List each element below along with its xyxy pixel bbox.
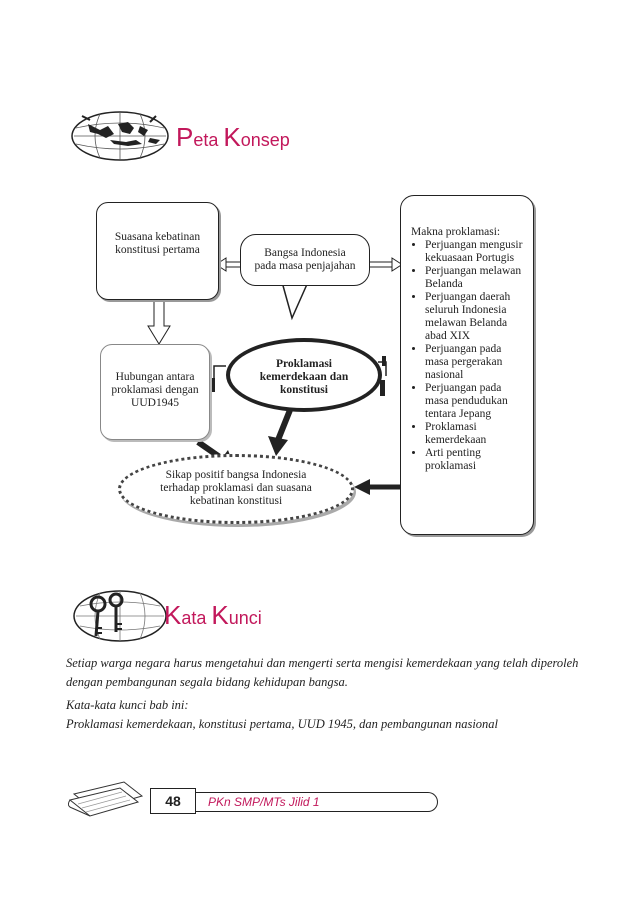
bubble-tail <box>281 281 309 321</box>
makna-item: Perjuangan daerah seluruh Indonesia mela… <box>425 291 525 343</box>
thick-arrow-makna-sikap <box>354 479 400 495</box>
node-suasana-kebatinan: Suasana kebatinan konstitusi pertama <box>96 202 219 300</box>
kata-kunci-heading: Kata Kunci <box>164 600 262 630</box>
node-proklamasi: Proklamasi kemerdekaan dan konstitusi <box>226 338 382 412</box>
peta-konsep-heading: Peta Konsep <box>176 122 290 152</box>
makna-item: Arti penting proklamasi <box>425 447 525 473</box>
kata-kunci-list: Proklamasi kemerdekaan, konstitusi perta… <box>66 717 499 731</box>
makna-item: Proklamasi kemerdekaan <box>425 421 525 447</box>
node-makna-proklamasi: Makna proklamasi: Perjuangan mengusir ke… <box>400 195 534 535</box>
makna-list: Perjuangan mengusir kekuasaan Portugis P… <box>411 239 525 473</box>
connector-left-proklamasi <box>210 365 226 392</box>
page-number-box: 48 <box>150 788 196 814</box>
double-arrow-suasana-bangsa <box>215 257 240 272</box>
node-bangsa-indonesia: Bangsa Indonesia pada masa penjajahan <box>240 234 370 286</box>
kata-kunci-label: Kata-kata kunci bab ini: <box>66 698 189 712</box>
book-title: PKn SMP/MTs Jilid 1 <box>208 795 320 809</box>
makna-item: Perjuangan melawan Belanda <box>425 265 525 291</box>
connector-right-proklamasi <box>378 356 387 396</box>
makna-item: Perjuangan mengusir kekuasaan Portugis <box>425 239 525 265</box>
node-hubungan: Hubungan antara proklamasi dengan UUD194… <box>100 344 210 440</box>
hollow-arrow-down <box>147 299 171 345</box>
makna-item: Perjuangan pada masa pendudukan tentara … <box>425 382 525 421</box>
keys-globe-icon <box>72 588 168 644</box>
page-number: 48 <box>165 793 181 809</box>
double-arrow-bangsa-makna <box>370 257 403 272</box>
node-sikap-positif: Sikap positif bangsa Indonesia terhadap … <box>118 454 354 524</box>
scroll-paper-icon <box>67 776 148 822</box>
book-title-box: PKn SMP/MTs Jilid 1 <box>196 792 438 812</box>
kata-kunci-paragraph: Setiap warga negara harus mengetahui dan… <box>66 656 579 689</box>
makna-item: Perjuangan pada masa pergerakan nasional <box>425 343 525 382</box>
thick-arrow-proklamasi-sikap <box>268 408 293 456</box>
globe-map-icon <box>70 110 170 162</box>
